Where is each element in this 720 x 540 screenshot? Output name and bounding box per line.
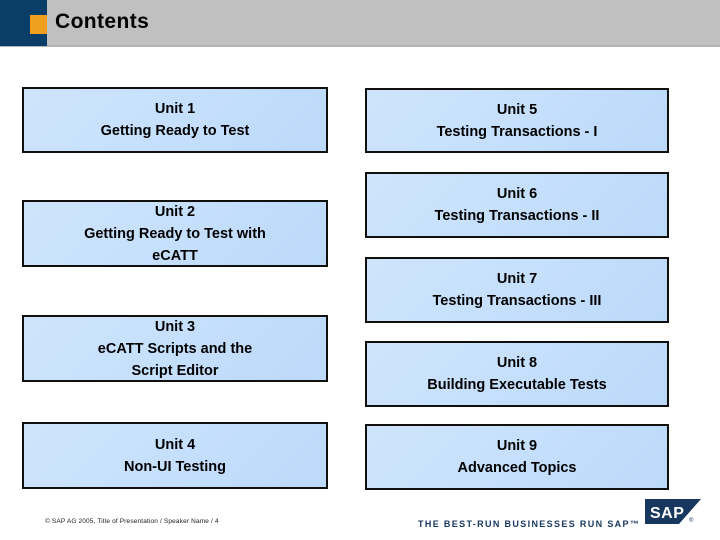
unit-box-3[interactable]: Unit 3 eCATT Scripts and the Script Edit… [22,315,328,382]
slide-header: Contents [0,0,720,47]
unit-box-5-label: Unit 5 Testing Transactions - I [436,101,598,140]
unit-box-7[interactable]: Unit 7 Testing Transactions - III [365,257,669,323]
unit-box-7-label: Unit 7 Testing Transactions - III [432,271,602,309]
unit-box-9[interactable]: Unit 9 Advanced Topics [365,424,669,490]
unit-box-6[interactable]: Unit 6 Testing Transactions - II [365,172,669,238]
unit-box-5[interactable]: Unit 5 Testing Transactions - I [365,88,669,153]
header-bar [0,0,720,45]
svg-text:SAP: SAP [650,505,684,522]
unit-box-6-label: Unit 6 Testing Transactions - II [434,186,600,224]
unit-box-1[interactable]: Unit 1 Getting Ready to Test [22,87,328,153]
unit-box-3-label: Unit 3 eCATT Scripts and the Script Edit… [97,318,253,379]
sap-logo-icon: SAP ® [645,497,707,529]
unit-box-4[interactable]: Unit 4 Non-UI Testing [22,422,328,489]
footer-tagline: THE BEST-RUN BUSINESSES RUN SAP™ [418,519,641,529]
unit-box-8[interactable]: Unit 8 Building Executable Tests [365,341,669,407]
unit-box-2[interactable]: Unit 2 Getting Ready to Test with eCATT [22,200,328,267]
unit-box-8-label: Unit 8 Building Executable Tests [427,355,607,393]
page-title: Contents [55,10,150,33]
orange-square-icon [30,15,47,34]
svg-text:®: ® [689,517,694,524]
unit-box-9-label: Unit 9 Advanced Topics [457,438,577,476]
footer-copyright: © SAP AG 2005, Title of Presentation / S… [45,518,219,525]
unit-box-2-label: Unit 2 Getting Ready to Test with eCATT [84,203,266,264]
unit-box-1-label: Unit 1 Getting Ready to Test [100,101,250,139]
unit-box-4-label: Unit 4 Non-UI Testing [123,436,227,475]
header-bar-shadow [0,45,720,47]
